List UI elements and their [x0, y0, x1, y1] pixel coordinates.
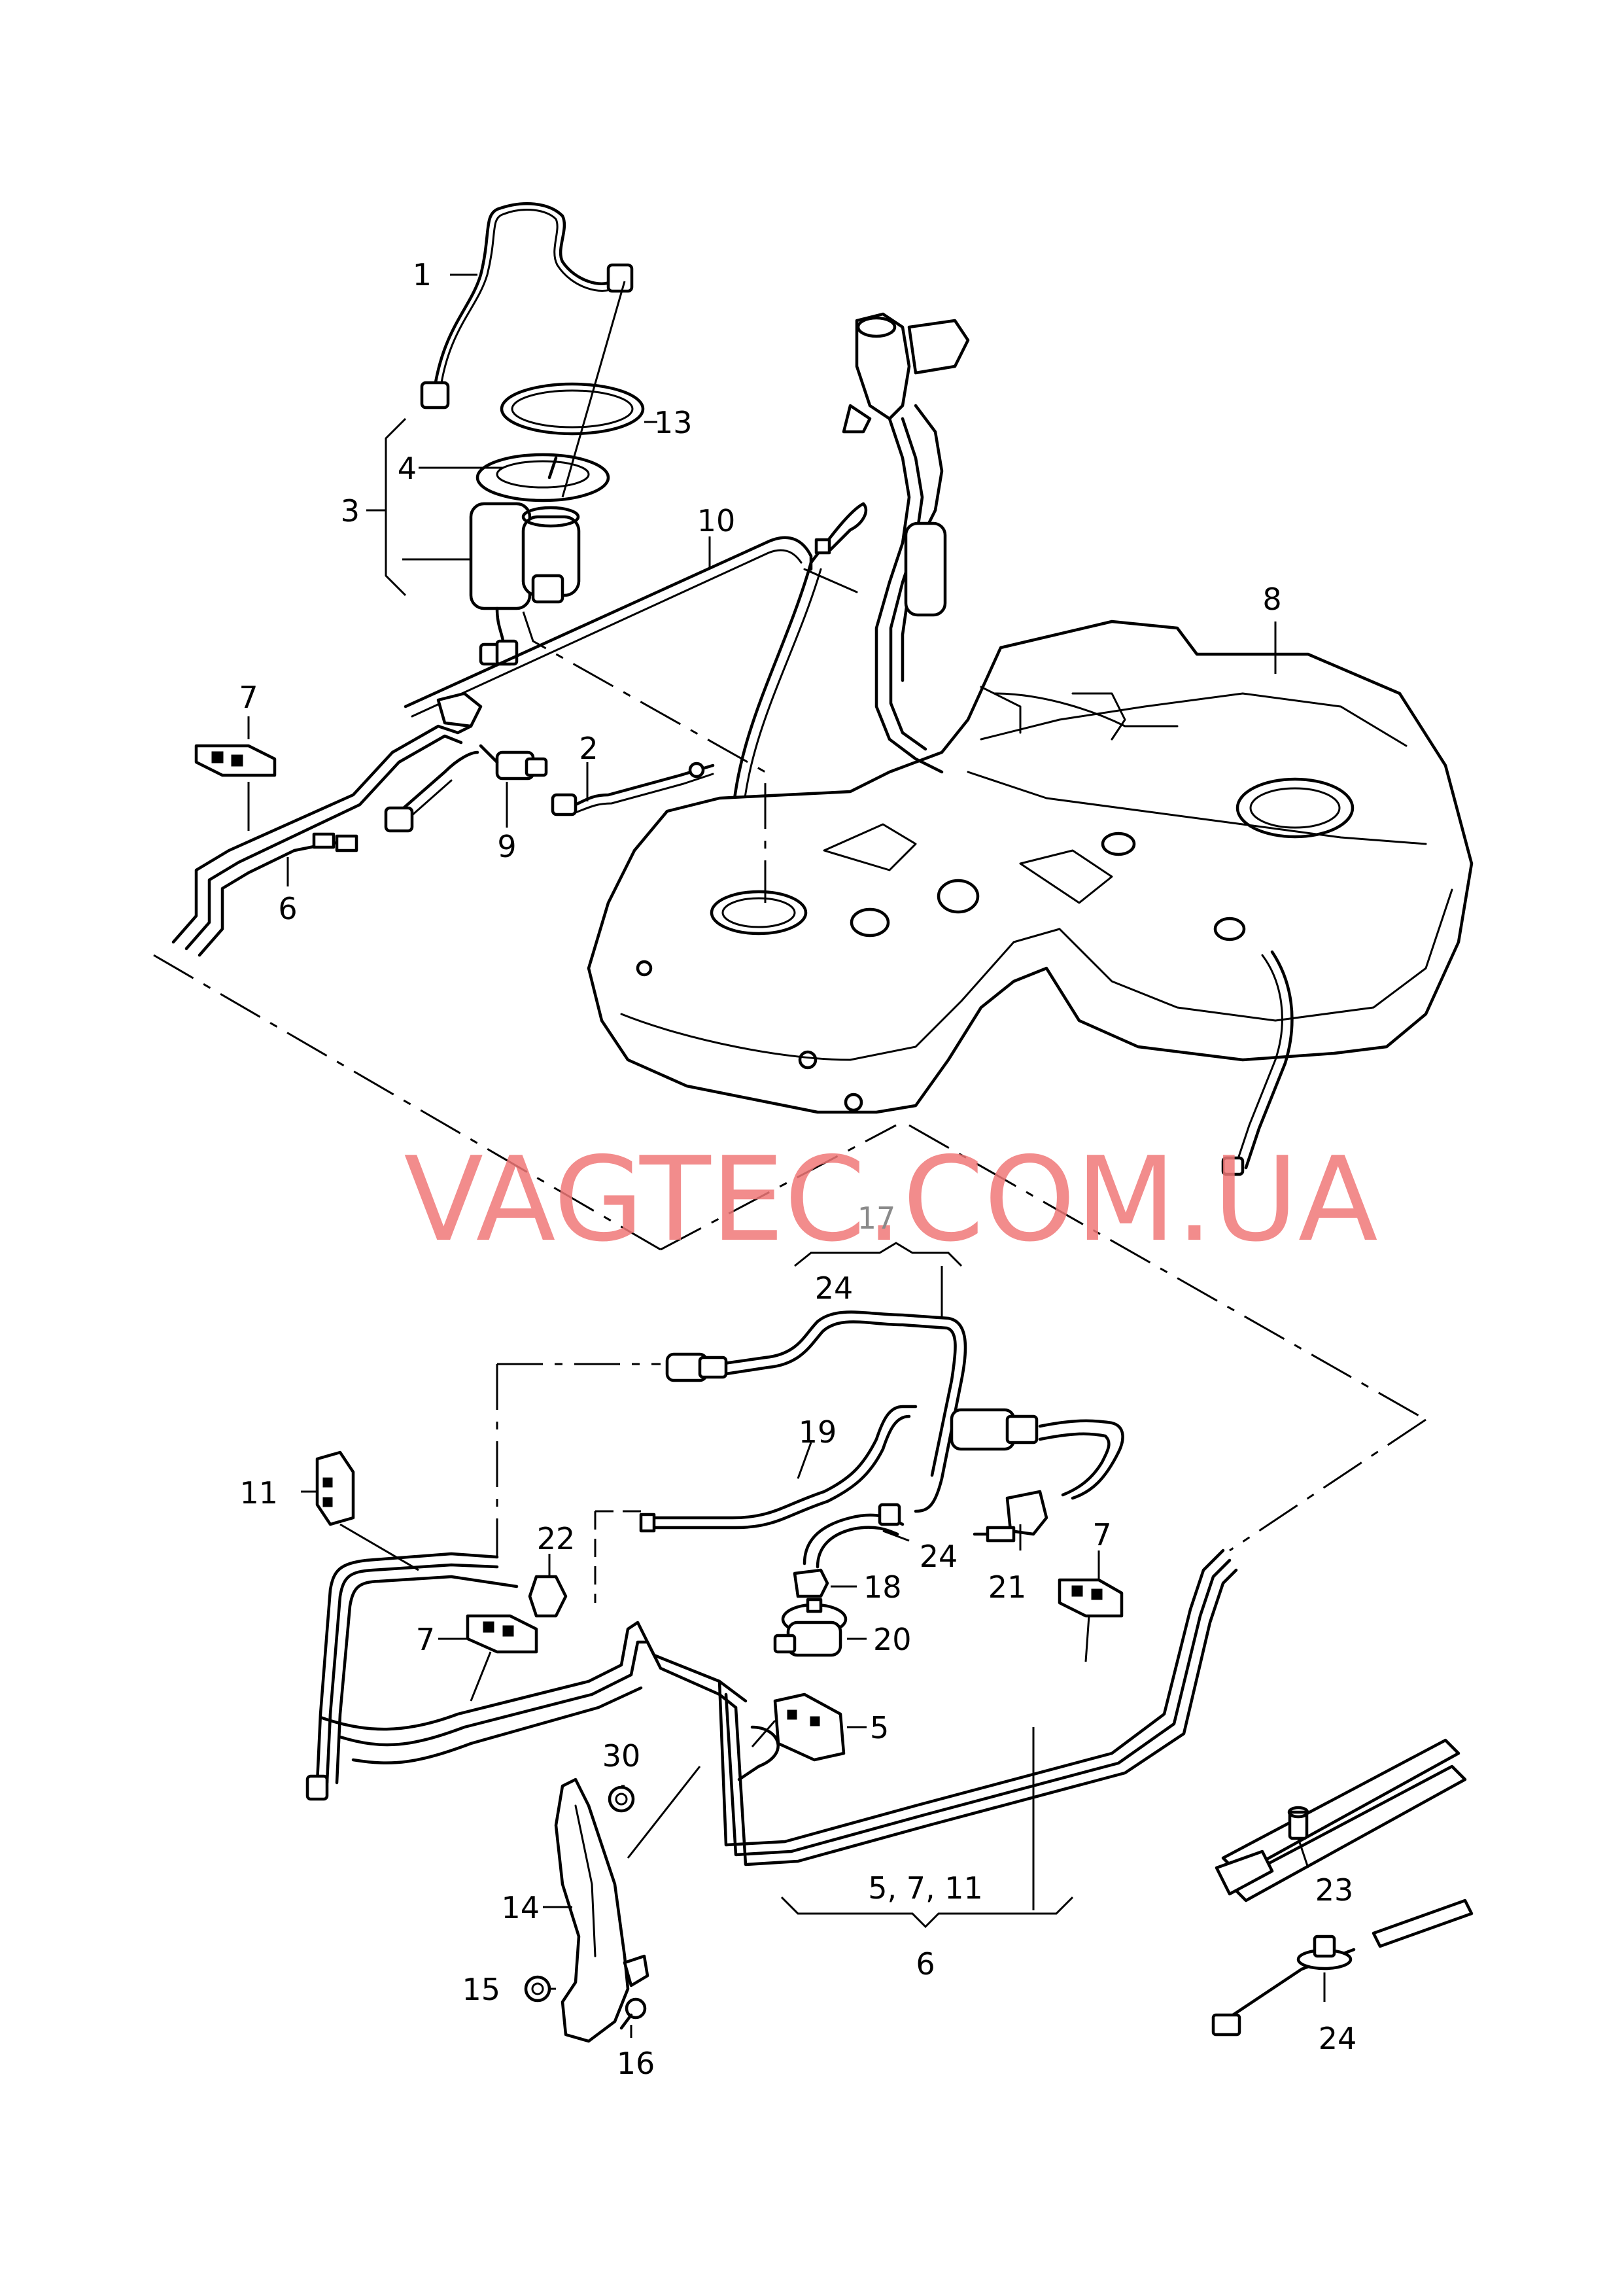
part-10-breather-line	[404, 502, 868, 866]
callout-17: 17	[857, 1200, 896, 1236]
callout-4: 4	[398, 451, 417, 486]
part-6-fuel-lines-lower	[305, 1549, 1238, 1866]
part-17-fuel-filter-assembly	[639, 1310, 1124, 1569]
part-13-locking-ring	[500, 382, 645, 436]
part-8-fuel-tank	[587, 620, 1474, 1176]
callout-24-group: 24	[815, 1270, 854, 1306]
part-15-nut	[524, 1975, 551, 2003]
callout-5-7-11: 5, 7, 11	[868, 1870, 983, 1906]
part-11-clip	[315, 1450, 355, 1526]
part-18-clip	[793, 1568, 829, 1598]
callout-23: 23	[1315, 1872, 1354, 1908]
callout-7-mid: 7	[416, 1622, 435, 1657]
part-2-line-connector	[551, 762, 715, 816]
callout-1: 1	[413, 257, 432, 292]
part-7-clip-mid	[466, 1614, 538, 1654]
part-16-bolt	[619, 1997, 647, 2030]
callout-7-upper: 7	[239, 680, 258, 715]
part-20-pressure-regulator	[773, 1598, 848, 1657]
callout-5: 5	[870, 1710, 889, 1745]
callout-6-upper: 6	[278, 891, 297, 926]
callout-8: 8	[1262, 582, 1281, 617]
part-3-fuel-pump-module	[469, 453, 610, 666]
callout-24-bottom: 24	[1319, 2021, 1357, 2056]
part-7-clip-upper	[194, 744, 277, 777]
callout-6-lower: 6	[916, 1946, 935, 1982]
part-21-valve	[973, 1490, 1048, 1543]
callout-14: 14	[501, 1890, 540, 1925]
callout-22: 22	[537, 1521, 576, 1556]
part-5-clip	[773, 1692, 846, 1762]
part-14-bracket	[554, 1778, 649, 2043]
leader-lines	[247, 273, 1326, 2038]
part-30-bolt	[608, 1785, 635, 1813]
callout-15: 15	[462, 1972, 500, 2007]
callout-labels: 1 13 4 3 10 8 7 2 9 6 17 24 19 11 24 22 …	[239, 257, 1356, 2081]
callout-13: 13	[654, 405, 693, 440]
callout-7-right: 7	[1092, 1517, 1111, 1552]
callout-9: 9	[497, 829, 516, 864]
callout-2: 2	[579, 731, 598, 766]
callout-24-mid: 24	[920, 1539, 958, 1574]
part-7-clip-right	[1058, 1578, 1124, 1618]
callout-20: 20	[873, 1622, 912, 1657]
callout-19: 19	[799, 1414, 837, 1450]
watermark-text: VAGTEC.COM.UA	[404, 1132, 1377, 1267]
part-6-fuel-lines-upper	[171, 692, 483, 957]
part-22-clip	[528, 1575, 568, 1618]
callout-16: 16	[617, 2046, 655, 2081]
callout-30: 30	[602, 1738, 641, 1774]
filler-neck	[842, 312, 970, 774]
part-23-cable-tie	[1215, 1738, 1467, 1902]
part-1-fuel-line	[420, 202, 634, 410]
guide-lines-mid	[496, 1363, 661, 1603]
part-9-valve	[479, 744, 548, 780]
callout-3: 3	[341, 493, 360, 529]
callout-18: 18	[863, 1569, 902, 1605]
callout-11: 11	[239, 1475, 278, 1511]
guide-lines-upper	[153, 611, 1426, 1552]
part-24-cable-tie-bottom	[1211, 1899, 1474, 2037]
callout-10: 10	[697, 503, 736, 538]
callout-21: 21	[988, 1569, 1027, 1605]
